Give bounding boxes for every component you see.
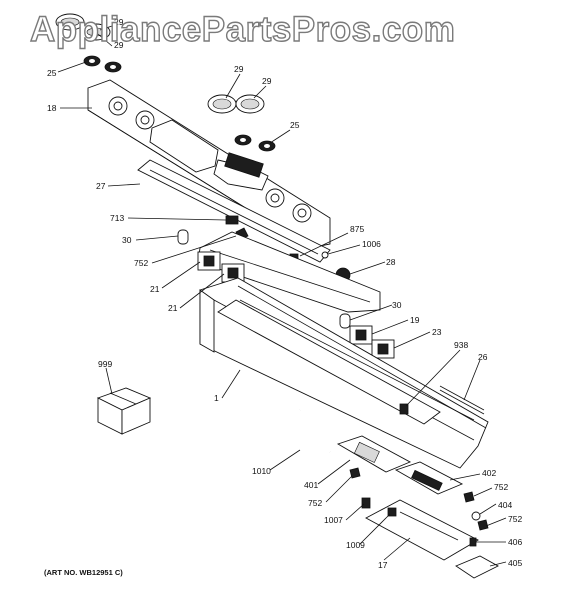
- board-17: [365, 499, 479, 561]
- callout-999: 999: [98, 359, 112, 369]
- knob-29-d: [235, 94, 265, 114]
- leader-lines: [57, 25, 507, 567]
- part-713: [225, 215, 239, 225]
- callout-752-c: 752: [308, 498, 322, 508]
- callout-23: 23: [432, 327, 442, 337]
- callout-1010: 1010: [252, 466, 271, 476]
- callout-752-b: 752: [494, 482, 508, 492]
- knob-25-b: [104, 61, 122, 73]
- knob-29-a: [55, 13, 85, 31]
- part-1007: [361, 497, 371, 509]
- watermark-text: AppliancePartsPros.com: [29, 9, 456, 49]
- part-1006: [321, 251, 329, 259]
- cover-405: [455, 555, 499, 579]
- callout-29-c: 29: [234, 64, 244, 74]
- callout-29-b: 29: [114, 40, 124, 50]
- callout-25-b: 25: [290, 120, 300, 130]
- board-402: [394, 461, 464, 495]
- callout-30-a: 30: [122, 235, 132, 245]
- part-752-b: [349, 467, 361, 479]
- callout-26: 26: [478, 352, 488, 362]
- part-752-c: [463, 491, 475, 503]
- trim-26: [439, 385, 485, 415]
- part-938: [399, 403, 409, 415]
- part-30-b: [339, 313, 351, 329]
- knob-25-c: [234, 134, 252, 146]
- callout-17: 17: [378, 560, 388, 570]
- callout-752-a: 752: [134, 258, 148, 268]
- callout-404: 404: [498, 500, 512, 510]
- callout-labels: 29 29 25 18 29 29 25 27 713 875 1006 30 …: [47, 17, 522, 570]
- part-406: [469, 537, 477, 547]
- package-999: [96, 387, 152, 435]
- callout-28: 28: [386, 257, 396, 267]
- callout-27: 27: [96, 181, 106, 191]
- callout-18: 18: [47, 103, 57, 113]
- switch-23: [371, 339, 395, 359]
- control-panel-18: [87, 79, 331, 249]
- callout-405: 405: [508, 558, 522, 568]
- callout-1006: 1006: [362, 239, 381, 249]
- callout-19: 19: [410, 315, 420, 325]
- callout-713: 713: [110, 213, 124, 223]
- housing-1: [199, 277, 489, 469]
- part-30-a: [177, 229, 189, 245]
- ribbon-cable-1010: [284, 408, 332, 454]
- callout-406: 406: [508, 537, 522, 547]
- knob-25-d: [258, 140, 276, 152]
- callout-1007: 1007: [324, 515, 343, 525]
- callout-21-a: 21: [150, 284, 160, 294]
- callout-21-b: 21: [168, 303, 178, 313]
- switch-19: [349, 325, 373, 345]
- part-1009: [387, 507, 397, 517]
- callout-938: 938: [454, 340, 468, 350]
- knob-25-a: [83, 55, 101, 67]
- callout-875: 875: [350, 224, 364, 234]
- board-401: [336, 435, 412, 473]
- art-number: (ART NO. WB12951 C): [44, 568, 123, 577]
- callout-402: 402: [482, 468, 496, 478]
- part-752-d: [477, 519, 489, 531]
- callout-29-d: 29: [262, 76, 272, 86]
- callout-29-a: 29: [114, 17, 124, 27]
- callout-1009: 1009: [346, 540, 365, 550]
- callout-752-d: 752: [508, 514, 522, 524]
- callout-1: 1: [214, 393, 219, 403]
- callout-25-a: 25: [47, 68, 57, 78]
- bracket-panel-27: [137, 159, 331, 263]
- callout-401: 401: [304, 480, 318, 490]
- callout-30-b: 30: [392, 300, 402, 310]
- part-404: [471, 511, 481, 521]
- knob-29-c: [207, 94, 237, 114]
- switch-21-a: [197, 251, 221, 271]
